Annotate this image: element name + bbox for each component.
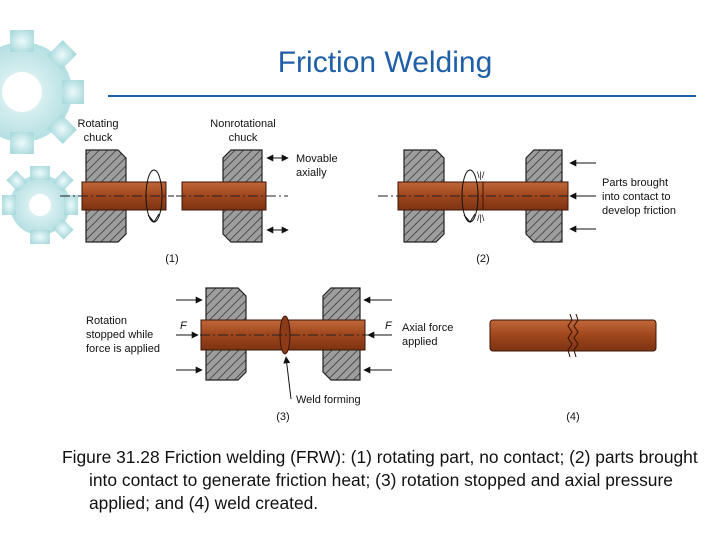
weld-bead (567, 313, 573, 358)
axial-force-label: Axial force (402, 322, 453, 334)
friction-mark: /|\ (477, 213, 485, 223)
axial-force-label: applied (402, 336, 437, 348)
step-label-3: (3) (276, 411, 289, 423)
slide-title: Friction Welding (277, 46, 493, 79)
force-label-right: F (385, 320, 393, 332)
nonrotational-chuck-label: chuck (229, 132, 258, 144)
step-label-1: (1) (165, 253, 178, 265)
step-1-rotating-no-contact: Rotating chuck Nonrotational chuck Movab… (60, 118, 338, 265)
gear-icon (2, 166, 78, 244)
rotating-chuck-label: Rotating (78, 118, 119, 130)
movable-axially-label: Movable (296, 153, 338, 165)
step-3-axial-force: Rotation stopped while force is applied … (86, 287, 453, 423)
rotation-stopped-label: Rotation (86, 315, 127, 327)
welded-rod (489, 319, 657, 352)
nonrotational-chuck-label: Nonrotational (210, 118, 275, 130)
rotation-stopped-label: stopped while (86, 329, 153, 341)
rotating-chuck-label: chuck (84, 132, 113, 144)
force-label-left: F (180, 320, 188, 332)
gear-decoration (0, 30, 84, 244)
figure-caption: Figure 31.28 Friction welding (FRW): (1)… (62, 447, 698, 513)
rotation-stopped-label: force is applied (86, 343, 160, 355)
title-underline (108, 95, 696, 97)
friction-mark: \|/ (477, 170, 485, 180)
step-2-contact-friction: \|/ /|\ Parts brought into contact to de… (378, 149, 676, 265)
parts-contact-label: develop friction (602, 205, 676, 217)
parts-contact-label: Parts brought (602, 177, 668, 189)
step-label-2: (2) (476, 253, 489, 265)
step-label-4: (4) (566, 411, 579, 423)
friction-welding-diagram: Rotating chuck Nonrotational chuck Movab… (60, 118, 676, 423)
parts-contact-label: into contact to (602, 191, 671, 203)
step-4-weld-created: (4) (489, 313, 657, 423)
gear-icon (0, 30, 84, 154)
weld-forming-label: Weld forming (296, 394, 361, 406)
weld-bead (573, 313, 579, 358)
movable-axially-label: axially (296, 167, 327, 179)
